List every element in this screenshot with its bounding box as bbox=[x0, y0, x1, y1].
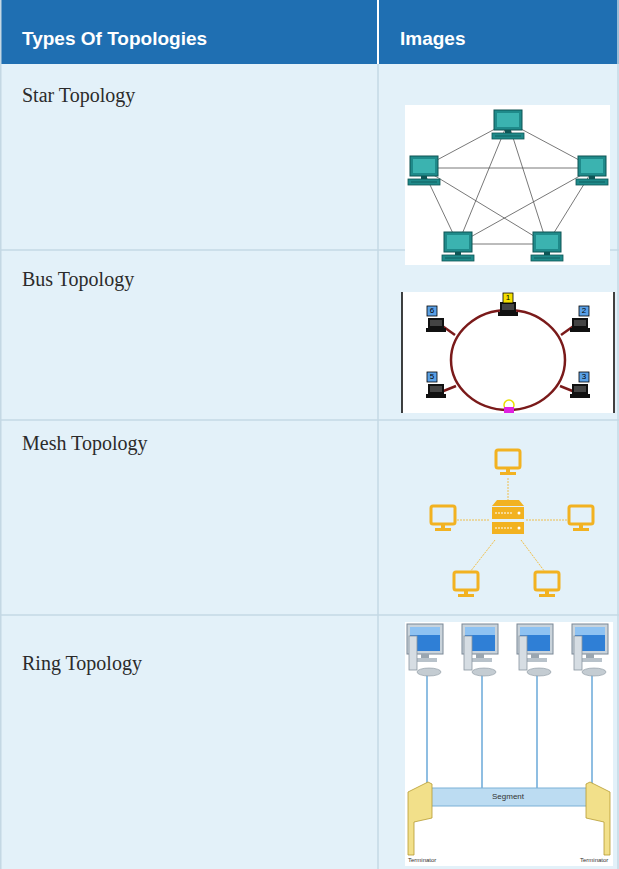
callout-number: 2 bbox=[579, 306, 589, 316]
table-cell: Bus Topology bbox=[22, 268, 134, 291]
hub-image bbox=[431, 450, 593, 597]
column-header: Types Of Topologies bbox=[22, 28, 207, 50]
segment-image bbox=[405, 622, 613, 866]
table-cell: Mesh Topology bbox=[22, 432, 147, 455]
callout-number: 3 bbox=[579, 372, 589, 382]
table-cell: Ring Topology bbox=[22, 652, 142, 675]
callout-number: 6 bbox=[427, 306, 437, 316]
callout-number: 1 bbox=[503, 293, 513, 303]
callout-number: 5 bbox=[427, 372, 437, 382]
column-header: Images bbox=[400, 28, 465, 50]
table-cell: Star Topology bbox=[22, 84, 135, 107]
terminator-label: Terminator bbox=[580, 857, 608, 863]
star-image bbox=[405, 105, 610, 265]
segment-label: Segment bbox=[492, 792, 524, 801]
terminator-label: Terminator bbox=[408, 857, 436, 863]
ring-image bbox=[402, 292, 615, 413]
